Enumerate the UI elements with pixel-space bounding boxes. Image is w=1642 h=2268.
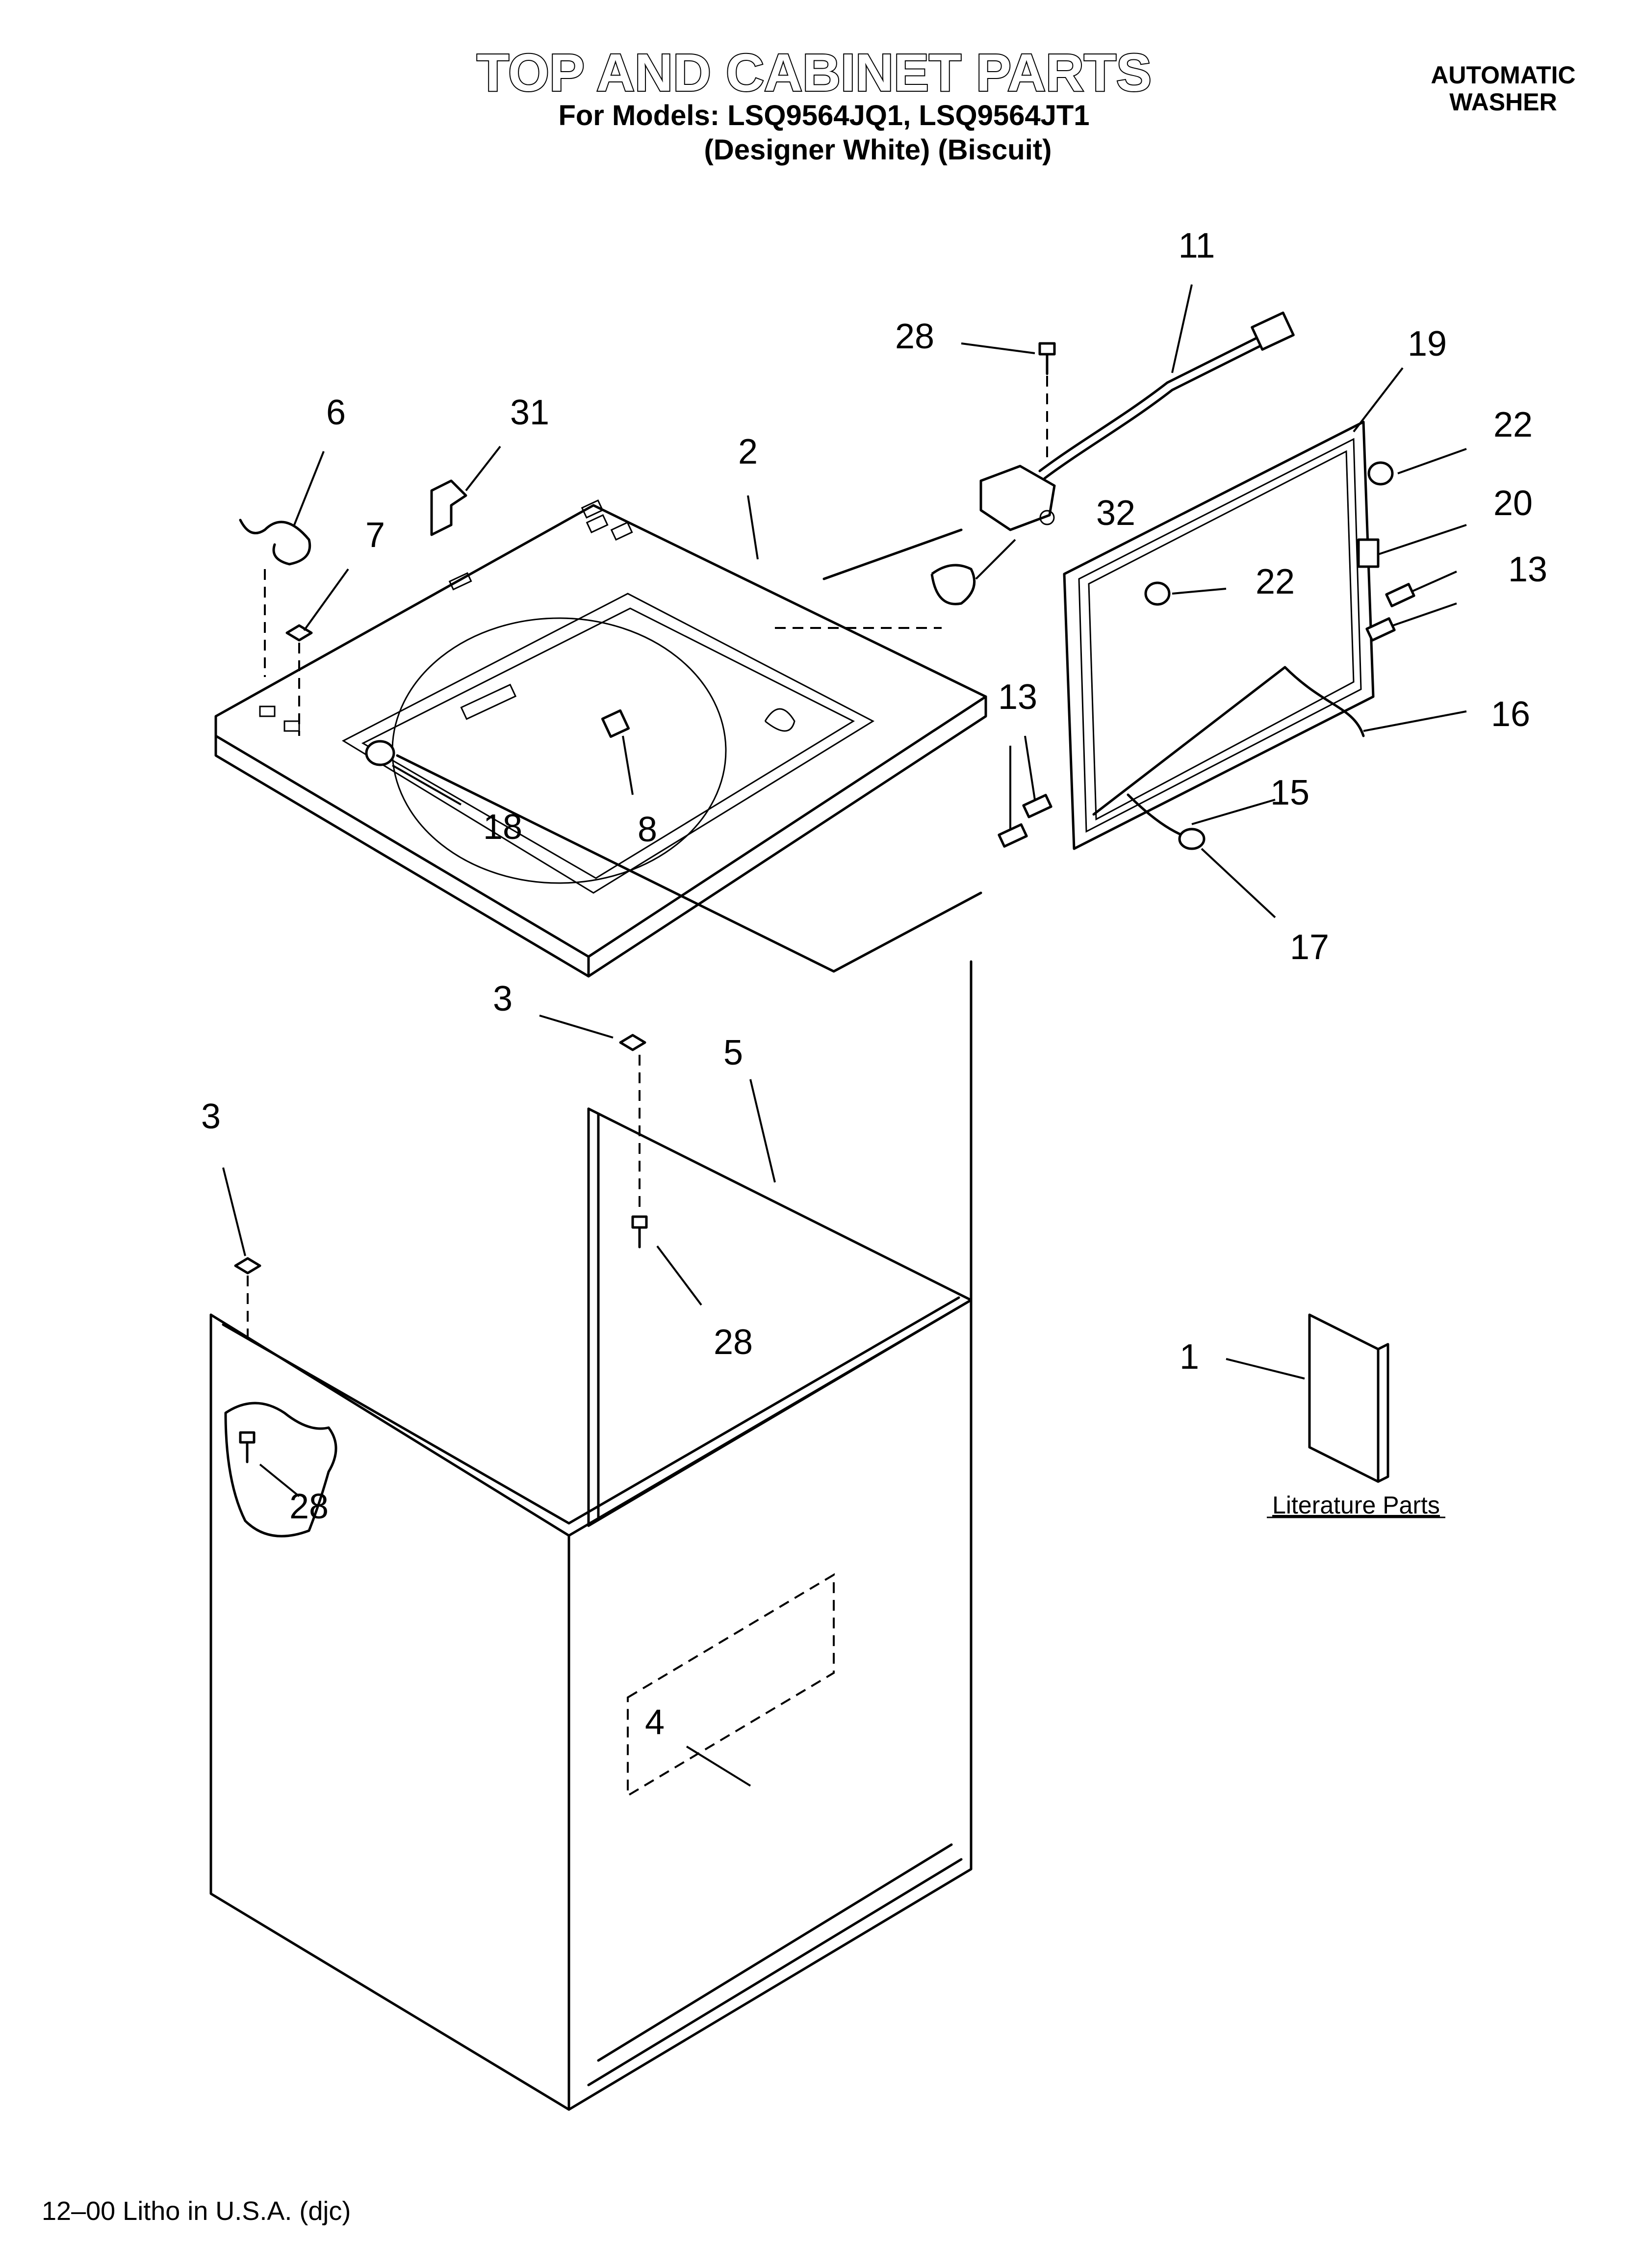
- screw-part-28-frame: [631, 1055, 648, 1249]
- strike-part-32: [775, 564, 976, 629]
- clip-part-3-b: [234, 1257, 261, 1344]
- cabinet-body: [209, 1296, 973, 2111]
- literature-part-1: [1308, 1313, 1389, 1483]
- clip-part-3-a: [619, 1034, 646, 1051]
- category-line-1: AUTOMATIC: [1431, 61, 1575, 89]
- callout-19: 19: [1408, 324, 1447, 364]
- callout-32: 32: [1096, 494, 1135, 533]
- page-title: TOP AND CABINET PARTS: [477, 43, 1152, 102]
- callout-28-frame: 28: [714, 1323, 753, 1362]
- callout-15: 15: [1270, 773, 1309, 812]
- literature-parts-label: Literature Parts: [1272, 1491, 1440, 1519]
- callout-8: 8: [638, 810, 657, 849]
- bumper-part-22-a: [1367, 461, 1394, 486]
- callout-18: 18: [483, 808, 522, 847]
- callout-28-cabinet: 28: [289, 1487, 329, 1526]
- callout-28-top: 28: [895, 317, 934, 356]
- lid-hinge-rod-part-16: [1092, 666, 1365, 816]
- lid-switch-harness-part-11: [979, 312, 1295, 531]
- callout-22-bottom: 22: [1256, 562, 1295, 601]
- screws-part-13-left: [998, 794, 1052, 848]
- callout-13-left: 13: [998, 678, 1037, 717]
- cabinet-frame-part-5: [587, 960, 973, 1527]
- callout-5: 5: [723, 1033, 743, 1072]
- callout-22-top: 22: [1493, 405, 1533, 444]
- callout-31: 31: [510, 393, 549, 432]
- callout-16: 16: [1491, 695, 1530, 734]
- leader-lines: [222, 284, 1467, 1787]
- bumper-part-18: [365, 740, 395, 766]
- callout-1: 1: [1180, 1337, 1199, 1377]
- hinge-clip-part-6: [239, 519, 311, 677]
- models-line: For Models: LSQ9564JQ1, LSQ9564JT1: [558, 100, 1089, 131]
- callout-17: 17: [1290, 928, 1329, 967]
- callout-3-top: 3: [493, 979, 513, 1018]
- screws-part-13-right: [1365, 583, 1415, 642]
- callout-11: 11: [1179, 226, 1215, 265]
- callout-20: 20: [1493, 484, 1533, 523]
- screw-part-28-top: [1038, 342, 1056, 375]
- callout-numbers: 11 28 19 22 20 32 22 13 13 16 15 17 2 31…: [201, 226, 1547, 1742]
- category-line-2: WASHER: [1449, 88, 1557, 116]
- callout-13-right: 13: [1508, 550, 1547, 589]
- callout-4: 4: [645, 1703, 665, 1742]
- top-panel: [214, 499, 987, 978]
- bumper-part-22-b: [1144, 581, 1171, 606]
- screw-part-28-cabinet: [239, 1431, 256, 1463]
- bracket-part-20: [1357, 538, 1380, 568]
- callout-2: 2: [738, 432, 758, 471]
- footer-litho: 12–00 Litho in U.S.A. (djc): [42, 2196, 351, 2226]
- bracket-part-31: [430, 479, 467, 536]
- callout-7: 7: [365, 516, 385, 555]
- callout-3-left: 3: [201, 1097, 221, 1136]
- panel-part-4: [627, 1573, 835, 1798]
- screw-part-8: [601, 709, 630, 738]
- lid-frame-part-19: [1063, 420, 1375, 850]
- colors-line: (Designer White) (Biscuit): [704, 134, 1052, 166]
- callout-6: 6: [326, 393, 346, 432]
- bumper-part-17: [1178, 828, 1206, 850]
